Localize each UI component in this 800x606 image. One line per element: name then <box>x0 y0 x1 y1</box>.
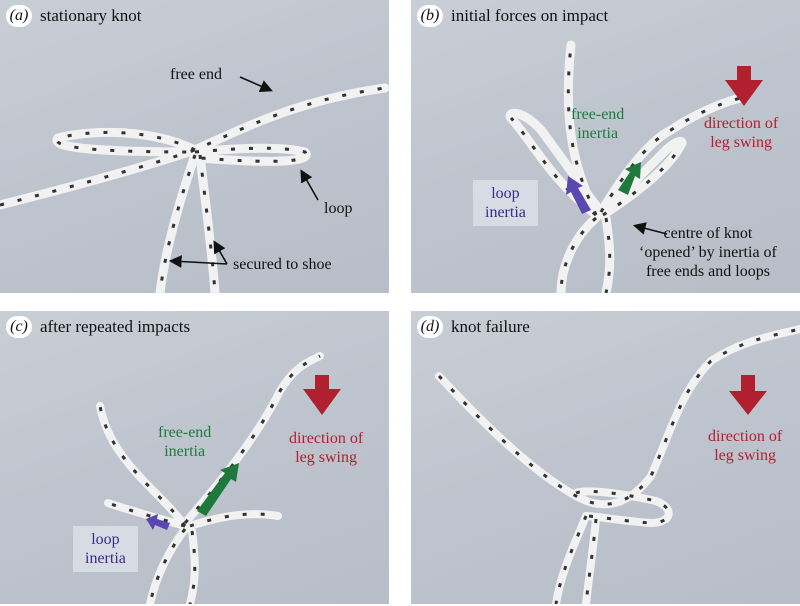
label-direction-of-leg-swing: direction of leg swing <box>289 429 363 467</box>
label-line: free-end <box>571 106 625 123</box>
label-line: direction of <box>704 115 779 132</box>
label-free-end-inertia: free-end inertia <box>158 423 211 461</box>
label-free-end-inertia: free-end inertia <box>571 105 624 143</box>
label-line: ‘opened’ by inertia of <box>639 244 777 261</box>
shoelace-photo <box>0 83 389 293</box>
panel-d: (d) knot failure direction of leg swing <box>411 311 800 604</box>
label-secured-to-shoe: secured to shoe <box>233 256 332 273</box>
panel-title-text: after repeated impacts <box>40 317 191 336</box>
panel-title: (d) knot failure <box>417 316 530 338</box>
label-line: loop <box>491 185 520 202</box>
panel-b: (b) initial forces on impact free-end in… <box>411 0 800 293</box>
panel-letter-badge: (d) <box>417 316 443 338</box>
panel-title: (b) initial forces on impact <box>417 5 608 27</box>
label-line: free-end <box>158 424 212 441</box>
panel-letter-badge: (c) <box>6 316 32 338</box>
panel-letter-badge: (a) <box>6 5 32 27</box>
label-line: free ends and loops <box>645 263 770 280</box>
label-line: direction of <box>289 430 364 447</box>
label-centre-of-knot: centre of knot ‘opened’ by inertia of fr… <box>639 224 777 281</box>
label-loop-inertia: loop inertia <box>473 180 538 226</box>
label-line: inertia <box>85 550 126 567</box>
panel-title-text: knot failure <box>451 317 530 336</box>
label-line: inertia <box>164 443 206 460</box>
label-loop-inertia: loop inertia <box>73 526 138 572</box>
shoelace-photo <box>435 325 800 604</box>
label-line: centre of knot <box>663 225 753 242</box>
label-direction-of-leg-swing: direction of leg swing <box>704 114 778 152</box>
panel-title: (c) after repeated impacts <box>6 316 190 338</box>
label-line: leg swing <box>714 447 776 464</box>
label-direction-of-leg-swing: direction of leg swing <box>708 427 782 465</box>
label-line: leg swing <box>295 449 357 466</box>
panel-a: (a) stationary knot free end loop secure… <box>0 0 389 293</box>
label-line: direction of <box>708 428 783 445</box>
label-line: inertia <box>485 204 526 221</box>
label-free-end: free end <box>170 66 222 83</box>
label-line: leg swing <box>710 134 772 151</box>
label-loop: loop <box>324 200 353 217</box>
label-line: inertia <box>577 125 619 142</box>
panel-letter-badge: (b) <box>417 5 443 27</box>
label-line: loop <box>91 531 120 548</box>
panel-title: (a) stationary knot <box>6 5 142 27</box>
panel-c: (c) after repeated impacts free-end iner… <box>0 311 389 604</box>
panel-title-text: stationary knot <box>40 6 142 25</box>
panel-title-text: initial forces on impact <box>451 6 609 25</box>
